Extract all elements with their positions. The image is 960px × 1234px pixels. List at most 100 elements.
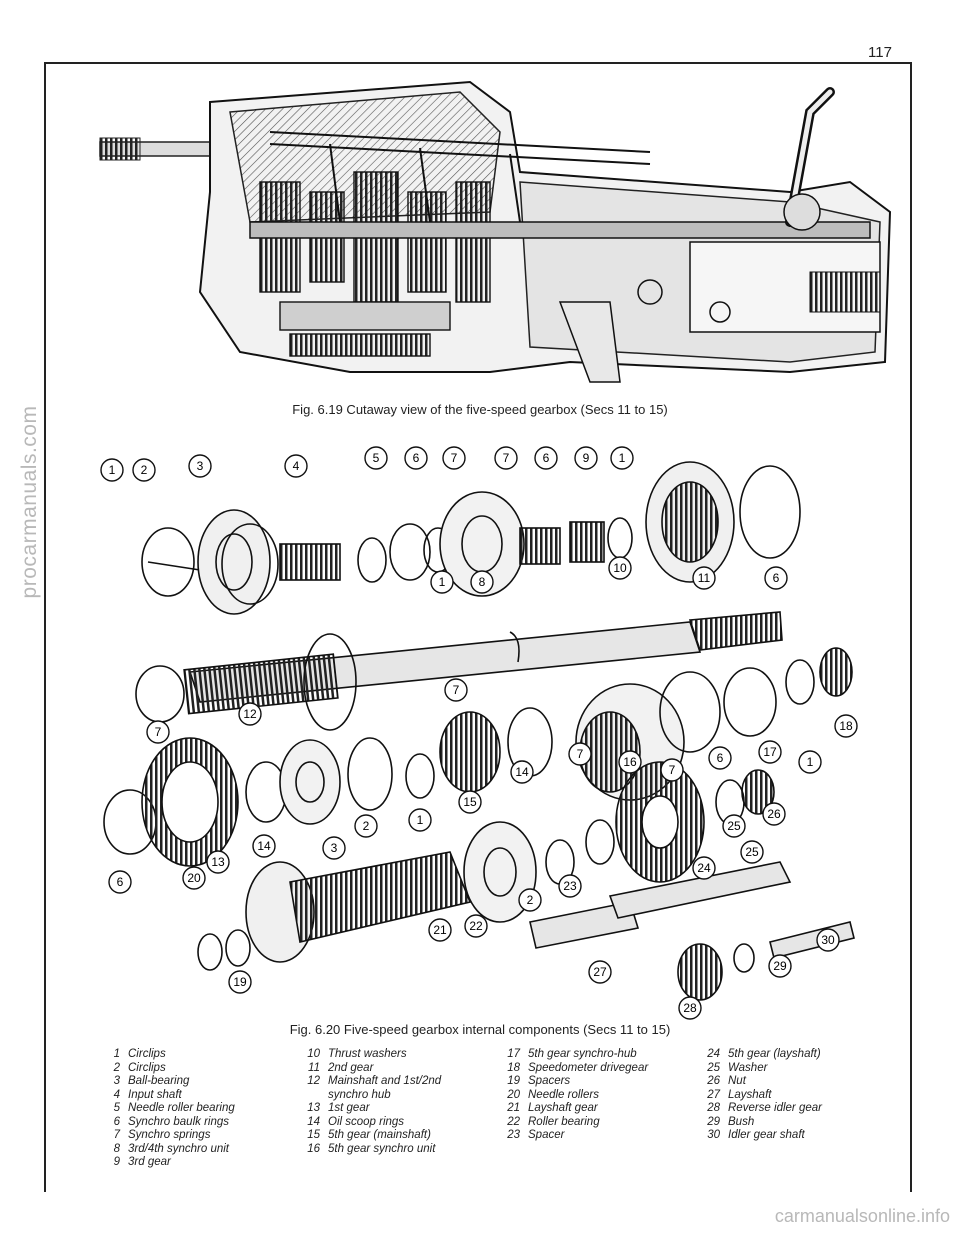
legend-number: 20 [507,1088,520,1101]
legend-label: Oil scoop rings [328,1115,405,1128]
callout-label: 1 [807,755,814,769]
callout-circle [678,996,702,1020]
legend-label: Input shaft [128,1088,182,1101]
watermark-side: procarmanuals.com [18,405,41,599]
callout-label: 2 [363,819,370,833]
legend-item: 21 Layshaft gear [496,1102,696,1116]
callout-circle [618,750,642,774]
callout-label: 18 [839,719,853,733]
legend-label: Synchro baulk rings [128,1115,229,1128]
callout-circle [284,454,308,478]
callout-label: 28 [683,1001,697,1015]
page-frame-right [910,62,912,1192]
legend-number: 24 [707,1048,720,1060]
callout-19: 19 [228,970,252,994]
callout-26: 26 [762,802,786,826]
legend-label: Circlips [128,1061,166,1074]
callout-label: 13 [211,855,225,869]
legend-number: 26 [707,1075,720,1087]
callout-circle [430,570,454,594]
callout-label: 3 [197,459,204,473]
callout-circle [252,834,276,858]
callout-label: 1 [439,575,446,589]
callout-6: 6 [108,870,132,894]
legend-label: Layshaft gear [528,1102,598,1114]
legend-label: 2nd gear [328,1061,374,1074]
legend-number: 18 [507,1061,520,1074]
legend-item: 26 Nut [696,1075,896,1089]
callout-label: 4 [293,459,300,473]
callout-label: 6 [413,451,420,465]
callout-label: 7 [453,683,460,697]
callout-6: 6 [404,446,428,470]
legend-label: 3rd/4th synchro unit [128,1142,230,1155]
legend-number: 7 [113,1129,120,1141]
legend-number: 28 [707,1102,720,1114]
callout-29: 29 [768,954,792,978]
callout-25: 25 [722,814,746,838]
callout-circle [722,814,746,838]
legend-label: Ball-bearing [128,1075,190,1087]
callout-label: 26 [767,807,781,821]
callout-circle [692,566,716,590]
callout-label: 14 [515,765,529,779]
callout-7: 7 [442,446,466,470]
figure-6-20-caption: Fig. 6.20 Five-speed gearbox internal co… [289,1022,671,1037]
legend-number: 22 [507,1115,520,1128]
legend-label: Circlips [128,1048,166,1060]
legend-label: Synchro springs [128,1129,211,1141]
legend-label: 5th gear (mainshaft) [328,1129,431,1141]
callout-16: 16 [618,750,642,774]
callout-circle [610,446,634,470]
callout-label: 14 [257,839,271,853]
legend-label: Nut [728,1075,746,1087]
callout-label: 25 [745,845,759,859]
callout-2: 2 [518,888,542,912]
legend-label: Spacer [528,1129,565,1141]
callout-label: 25 [727,819,741,833]
callout-20: 20 [182,866,206,890]
callout-circle [518,888,542,912]
callout-circle [228,970,252,994]
legend-number: 21 [507,1102,520,1114]
legend-label: Speedometer drivegear [528,1061,649,1074]
legend-number: 11 [308,1061,320,1074]
callout-label: 3 [331,841,338,855]
callout-label: 16 [623,755,637,769]
callout-7: 7 [660,758,684,782]
callout-circle [354,814,378,838]
callout-3: 3 [322,836,346,860]
callout-5: 5 [364,446,388,470]
callout-label: 7 [451,451,458,465]
legend-label: Idler gear shaft [728,1129,805,1141]
callout-circle [608,556,632,580]
callout-13: 13 [206,850,230,874]
callout-7: 7 [444,678,468,702]
legend-label: Needle rollers [528,1088,599,1101]
callout-circle [470,570,494,594]
callout-label: 5 [373,451,380,465]
callout-4: 4 [284,454,308,478]
callout-14: 14 [252,834,276,858]
callout-circle [100,458,124,482]
callout-28: 28 [678,996,702,1020]
callout-circle [132,458,156,482]
callout-1: 1 [798,750,822,774]
legend-label: Mainshaft and 1st/2nd synchro hub [328,1075,442,1101]
legend-label: 3rd gear [128,1156,171,1168]
gearbox-cutaway-illustration [99,80,892,383]
callout-label: 2 [527,893,534,907]
callout-25: 25 [740,840,764,864]
